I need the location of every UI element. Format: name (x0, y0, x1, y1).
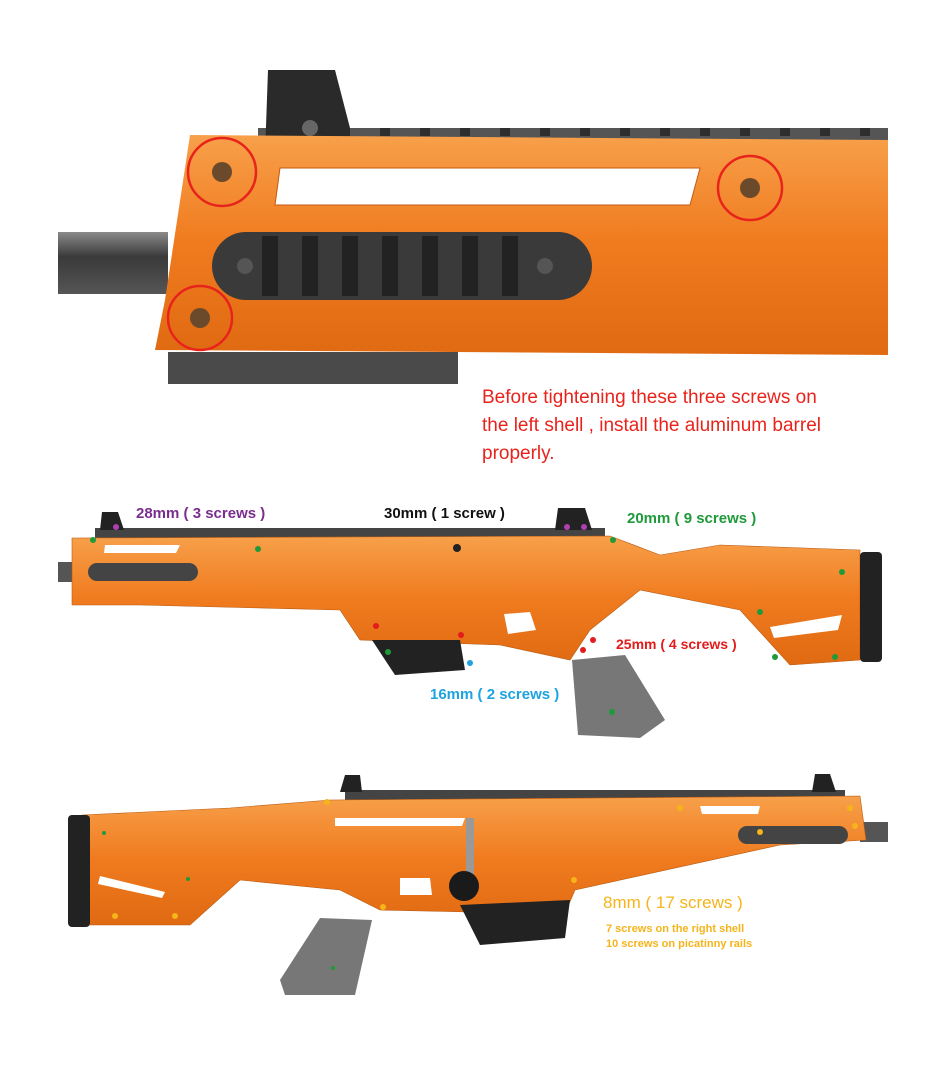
label-25mm: 25mm ( 4 screws ) (616, 636, 737, 652)
label-8mm: 8mm ( 17 screws ) (603, 893, 743, 912)
magwell (460, 900, 570, 945)
bottom-rail (168, 352, 458, 384)
note-line: properly. (482, 443, 555, 464)
gun-left-view (58, 508, 882, 738)
magazine (572, 655, 665, 738)
buttpad (68, 815, 90, 927)
label-28mm: 28mm ( 3 screws ) (136, 505, 266, 522)
barrel (58, 232, 168, 294)
screw-markers (90, 524, 845, 715)
screw-highlight (166, 136, 784, 352)
label-20mm: 20mm ( 9 screws ) (627, 510, 757, 527)
top-rail (345, 790, 845, 800)
note-line: the left shell , install the aluminum ba… (482, 415, 821, 436)
top-rail (95, 528, 605, 538)
charging-handle (466, 818, 474, 878)
detail-line: 7 screws on the right shell (606, 923, 745, 935)
label-8mm-details: 7 screws on the right shell 10 screws on… (606, 922, 752, 952)
left-shell (71, 535, 861, 666)
gun-right-view (68, 774, 888, 995)
barrel-installation-note: Before tightening these three screws on … (482, 384, 902, 468)
closeup-left-shell (58, 70, 888, 384)
shell-slot (274, 167, 701, 206)
detail-line: 10 screws on picatinny rails (606, 938, 753, 950)
buttpad (860, 552, 882, 662)
rear-sight (265, 70, 350, 155)
charging-knob (449, 871, 479, 901)
label-16mm: 16mm ( 2 screws ) (430, 686, 560, 703)
magazine (280, 918, 372, 995)
magwell (372, 640, 465, 675)
label-30mm: 30mm ( 1 screw ) (384, 505, 505, 522)
note-line: Before tightening these three screws on (482, 387, 817, 408)
